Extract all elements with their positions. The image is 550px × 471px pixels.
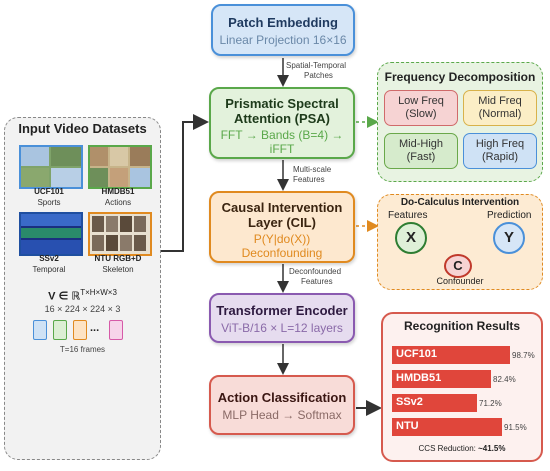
band-high: High Freq(Rapid) — [463, 133, 537, 169]
transformer-sub: ViT-B/16 × L=12 layers — [221, 321, 343, 335]
patch-embedding-sub: Linear Projection 16×16 — [219, 33, 347, 47]
tensor-dims: 16 × 224 × 224 × 3 — [44, 304, 121, 314]
result-value-label: 71.2% — [479, 399, 502, 408]
action-sub: MLP Head → Softmax — [222, 408, 342, 422]
ssv2-label: SSv2 — [39, 254, 59, 263]
result-bar-label: SSv2 — [396, 396, 423, 408]
ucf101-label: UCF101 — [34, 187, 64, 196]
cil-sub-2: Deconfounding — [241, 246, 323, 260]
results-footer: CCS Reduction: ~41.5% — [381, 444, 543, 453]
ssv2-desc: Temporal — [32, 265, 66, 274]
frame-2 — [53, 320, 67, 340]
tensor-formula: V ∈ ℝT×H×W×3 — [4, 288, 161, 303]
confounder-label: Confounder — [436, 276, 484, 286]
features-label: Features — [388, 210, 428, 221]
cil-node: Causal Intervention Layer (CIL) P(Y|do(X… — [209, 191, 355, 263]
cil-sub-1: P(Y|do(X)) — [253, 232, 311, 246]
arrow-input-to-psa — [160, 114, 209, 252]
results-title: Recognition Results — [403, 319, 520, 333]
frame-3 — [73, 320, 87, 340]
frequency-title: Frequency Decomposition — [384, 70, 536, 84]
frame-1 — [33, 320, 47, 340]
psa-sub-2: iFFT — [269, 142, 295, 156]
hmdb51-label: HMDB51 — [101, 187, 135, 196]
result-bar-label: NTU — [396, 420, 419, 432]
results-footer-value: ~41.5% — [478, 444, 506, 453]
result-value-label: 91.5% — [504, 423, 527, 432]
frames-label: T=16 frames — [59, 345, 106, 354]
result-value-label: 98.7% — [512, 351, 535, 360]
band-low: Low Freq(Slow) — [384, 90, 458, 126]
result-bar-ucf101: UCF101 — [392, 346, 510, 364]
psa-title-2: Attention (PSA) — [233, 111, 331, 126]
node-y: Y — [493, 222, 525, 254]
input-panel-title: Input Video Datasets — [18, 121, 147, 136]
prediction-label: Prediction — [487, 210, 532, 221]
tensor-formula-sup: T×H×W×3 — [80, 288, 117, 297]
ntu-label: NTU RGB+D — [94, 254, 142, 263]
frames-ellipsis: ... — [90, 322, 100, 334]
result-bar-hmdb51: HMDB51 — [392, 370, 491, 388]
result-bar-ntu: NTU — [392, 418, 502, 436]
patch-embedding-node: Patch Embedding Linear Projection 16×16 — [211, 4, 355, 56]
results-footer-prefix: CCS Reduction: — [418, 444, 479, 453]
node-x: X — [395, 222, 427, 254]
ntu-desc: Skeleton — [102, 265, 134, 274]
result-bar-label: UCF101 — [396, 348, 437, 360]
band-mid-high: Mid-High(Fast) — [384, 133, 458, 169]
ucf101-desc: Sports — [37, 198, 61, 207]
cil-title-1: Causal Intervention — [221, 200, 343, 215]
result-bar-ssv2: SSv2 — [392, 394, 477, 412]
ucf101-thumbnail — [19, 145, 83, 189]
node-c: C — [444, 254, 472, 278]
ssv2-thumbnail — [19, 212, 83, 256]
docalc-title: Do-Calculus Intervention — [400, 197, 520, 208]
transformer-title: Transformer Encoder — [216, 303, 348, 318]
psa-title-1: Prismatic Spectral — [225, 96, 339, 111]
result-bar-label: HMDB51 — [396, 372, 442, 384]
frame-last — [109, 320, 123, 340]
result-value-label: 82.4% — [493, 375, 516, 384]
band-mid: Mid Freq(Normal) — [463, 90, 537, 126]
ntu-thumbnail — [88, 212, 152, 256]
action-classification-node: Action Classification MLP Head → Softmax — [209, 375, 355, 435]
hmdb51-thumbnail — [88, 145, 152, 189]
psa-node: Prismatic Spectral Attention (PSA) FFT →… — [209, 87, 355, 159]
psa-sub-1: FFT → Bands (B=4) → — [220, 128, 344, 142]
hmdb51-desc: Actions — [104, 198, 132, 207]
tensor-formula-main: V ∈ ℝ — [48, 290, 81, 303]
action-title: Action Classification — [217, 390, 347, 405]
cil-title-2: Layer (CIL) — [248, 215, 316, 230]
patch-embedding-title: Patch Embedding — [228, 15, 338, 30]
transformer-node: Transformer Encoder ViT-B/16 × L=12 laye… — [209, 293, 355, 343]
